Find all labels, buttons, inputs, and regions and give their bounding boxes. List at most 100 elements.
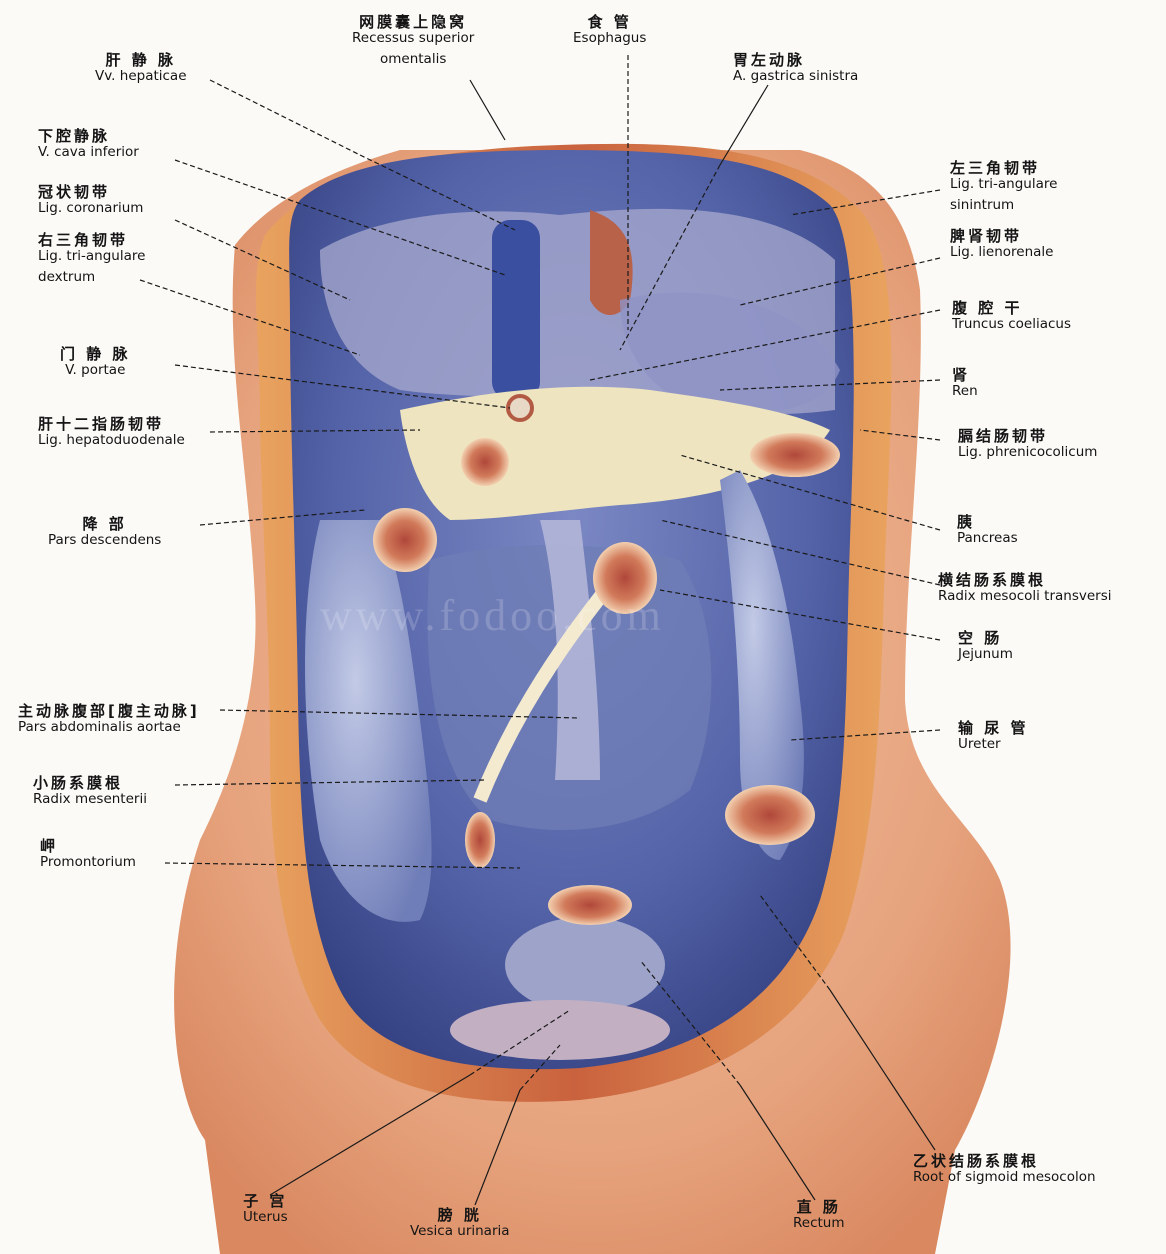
label-jejunum-la: Jejunum xyxy=(958,645,1013,662)
label-sigmoid-la: Root of sigmoid mesocolon xyxy=(913,1168,1096,1185)
descending-colon xyxy=(720,470,804,860)
aorta-shape xyxy=(540,520,600,780)
label-uterus-zh: 子 宫 xyxy=(243,1192,288,1210)
label-mesenterii: 小肠系膜根 Radix mesenterii xyxy=(33,775,147,807)
label-ureter-la: Ureter xyxy=(958,735,1001,752)
label-pancreas: 胰 Pancreas xyxy=(957,514,1018,546)
label-sigmoid: 乙状结肠系膜根 Root of sigmoid mesocolon xyxy=(913,1153,1096,1185)
label-lienorenale-zh: 脾肾韧带 xyxy=(950,227,1023,245)
ascending-colon xyxy=(305,520,432,922)
label-tri-sin-la1: Lig. tri-angulare xyxy=(950,175,1058,192)
label-promontorium-zh: 岬 xyxy=(40,837,59,855)
esophagus-shape xyxy=(590,210,633,315)
label-tri-sin-la2: sinintrum xyxy=(950,196,1015,213)
label-pancreas-la: Pancreas xyxy=(957,529,1018,546)
label-recessus: 网膜囊上隐窝 Recessus superior omentalis xyxy=(352,14,474,67)
label-hepaticae: 肝 静 脉 Vv. hepaticae xyxy=(95,52,187,84)
label-coeliacus-zh: 腹 腔 干 xyxy=(952,299,1023,317)
leader-lines xyxy=(139,55,941,1206)
duodenum-cut-upper xyxy=(461,438,509,486)
label-hepatoduodenale-la: Lig. hepatoduodenale xyxy=(38,431,185,448)
label-recessus-la1: Recessus superior xyxy=(352,29,475,46)
label-jejunum-zh: 空 肠 xyxy=(958,629,1003,647)
transverse-colon-cut xyxy=(750,433,840,477)
label-ren: 肾 Ren xyxy=(952,367,978,399)
label-coeliacus-la: Truncus coeliacus xyxy=(952,315,1072,332)
label-coronarium-la: Lig. coronarium xyxy=(38,199,144,216)
label-promontorium: 岬 Promontorium xyxy=(40,838,136,870)
label-mesenterii-la: Radix mesenterii xyxy=(33,790,147,807)
label-descendens-zh: 降 部 xyxy=(82,515,127,533)
label-mesenterii-zh: 小肠系膜根 xyxy=(33,774,124,792)
ileum-cut xyxy=(465,812,495,868)
stomach-area xyxy=(620,292,840,413)
watermark: www.fodoo.com xyxy=(320,591,665,640)
label-rectum: 直 肠 Rectum xyxy=(793,1199,845,1231)
label-vesica-la: Vesica urinaria xyxy=(410,1222,510,1239)
bladder-shape xyxy=(450,1000,670,1060)
label-hepatoduodenale: 肝十二指肠韧带 Lig. hepatoduodenale xyxy=(38,416,185,448)
label-lienorenale-la: Lig. lienorenale xyxy=(950,243,1054,260)
sigmoid-cut xyxy=(725,785,815,845)
label-phrenicocolicum-zh: 膈结肠韧带 xyxy=(958,427,1049,445)
label-mesocoli-la: Radix mesocoli transversi xyxy=(938,587,1112,604)
label-uterus-la: Uterus xyxy=(243,1208,288,1225)
label-phrenicocolicum: 膈结肠韧带 Lig. phrenicocolicum xyxy=(958,428,1097,460)
label-sigmoid-zh: 乙状结肠系膜根 xyxy=(913,1152,1040,1170)
label-coronarium-zh: 冠状韧带 xyxy=(38,183,111,201)
label-cava: 下腔静脉 V. cava inferior xyxy=(38,128,139,160)
label-tri-dex: 右三角韧带 Lig. tri-angulare dextrum xyxy=(38,232,145,285)
label-ren-zh: 肾 xyxy=(952,366,971,384)
label-hepaticae-la: Vv. hepaticae xyxy=(95,67,187,84)
portal-vein-cut xyxy=(506,394,534,422)
label-ren-la: Ren xyxy=(952,382,978,399)
label-recessus-la2: omentalis xyxy=(379,50,447,67)
label-jejunum: 空 肠 Jejunum xyxy=(958,630,1013,662)
label-portae: 门 静 脉 V. portae xyxy=(60,346,130,378)
label-rectum-zh: 直 肠 xyxy=(796,1198,841,1216)
label-rectum-la: Rectum xyxy=(793,1214,845,1231)
label-pancreas-zh: 胰 xyxy=(957,513,976,531)
label-vesica: 膀 胱 Vesica urinaria xyxy=(410,1207,510,1239)
label-descendens-la: Pars descendens xyxy=(48,531,162,548)
label-vesica-zh: 膀 胱 xyxy=(437,1206,482,1224)
label-coronarium: 冠状韧带 Lig. coronarium xyxy=(38,184,143,216)
label-recessus-zh: 网膜囊上隐窝 xyxy=(359,13,468,31)
label-esophagus-zh: 食 管 xyxy=(587,13,632,31)
label-aortae-la: Pars abdominalis aortae xyxy=(18,718,181,735)
label-coeliacus: 腹 腔 干 Truncus coeliacus xyxy=(952,300,1071,332)
label-phrenicocolicum-la: Lig. phrenicocolicum xyxy=(958,443,1098,460)
label-esophagus: 食 管 Esophagus xyxy=(573,14,646,46)
label-promontorium-la: Promontorium xyxy=(40,853,136,870)
label-gastrica-zh: 胃左动脉 xyxy=(733,51,806,69)
label-cava-la: V. cava inferior xyxy=(38,143,139,160)
jejunum-cut xyxy=(593,542,657,614)
label-mesocoli-zh: 横结肠系膜根 xyxy=(938,571,1047,589)
label-tri-sin: 左三角韧带 Lig. tri-angulare sinintrum xyxy=(950,160,1057,213)
inferior-vena-cava xyxy=(492,220,540,400)
label-hepaticae-zh: 肝 静 脉 xyxy=(105,51,176,69)
label-gastrica-la: A. gastrica sinistra xyxy=(733,67,859,84)
label-descendens: 降 部 Pars descendens xyxy=(48,516,161,548)
label-mesocoli: 横结肠系膜根 Radix mesocoli transversi xyxy=(938,572,1112,604)
label-portae-zh: 门 静 脉 xyxy=(60,345,131,363)
label-tri-sin-zh: 左三角韧带 xyxy=(950,159,1041,177)
label-tri-dex-zh: 右三角韧带 xyxy=(38,231,129,249)
uterus-shape xyxy=(505,917,665,1013)
label-aortae: 主动脉腹部[腹主动脉] Pars abdominalis aortae xyxy=(18,703,200,735)
label-tri-dex-la1: Lig. tri-angulare xyxy=(38,247,146,264)
label-hepatoduodenale-zh: 肝十二指肠韧带 xyxy=(38,415,165,433)
label-lienorenale: 脾肾韧带 Lig. lienorenale xyxy=(950,228,1054,260)
label-ureter: 输 尿 管 Ureter xyxy=(958,720,1028,752)
label-gastrica: 胃左动脉 A. gastrica sinistra xyxy=(733,52,858,84)
label-ureter-zh: 输 尿 管 xyxy=(958,719,1029,737)
rectum-cut xyxy=(548,885,632,925)
label-portae-la: V. portae xyxy=(65,361,126,378)
label-esophagus-la: Esophagus xyxy=(573,29,647,46)
label-aortae-zh: 主动脉腹部[腹主动脉] xyxy=(18,702,200,720)
label-cava-zh: 下腔静脉 xyxy=(38,127,111,145)
label-uterus: 子 宫 Uterus xyxy=(243,1193,288,1225)
duodenum-cut-lower xyxy=(373,508,437,572)
label-tri-dex-la2: dextrum xyxy=(38,268,96,285)
